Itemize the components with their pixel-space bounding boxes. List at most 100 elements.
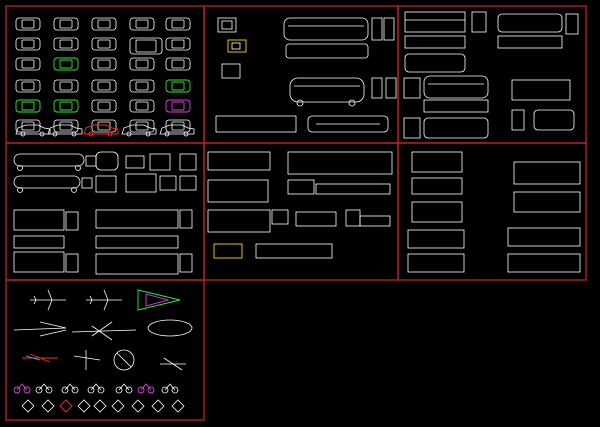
car-icon	[53, 79, 79, 93]
bus-icon	[289, 77, 365, 103]
coach-icon	[403, 117, 421, 139]
motorcycle-icon	[87, 383, 105, 394]
small-craft-icon	[77, 399, 91, 413]
tanker-truck-icon	[125, 173, 157, 193]
panel-frame	[5, 279, 205, 421]
bus-icon	[371, 17, 383, 41]
car-icon	[165, 17, 191, 31]
car-icon	[15, 57, 41, 71]
box-truck-icon	[411, 201, 463, 223]
car-side-icon	[83, 124, 119, 137]
box-truck-icon	[507, 253, 581, 273]
box-truck-icon	[411, 151, 463, 173]
trailer-icon	[287, 179, 315, 195]
tanker-truck-icon	[13, 175, 93, 193]
coach-icon	[404, 35, 466, 49]
bus-icon	[215, 115, 297, 133]
trailer-icon	[359, 215, 391, 227]
trailer-icon	[207, 151, 271, 171]
panel-buses-coaches	[403, 11, 579, 139]
truck-cab-icon	[179, 253, 193, 273]
box-truck-icon	[13, 251, 65, 273]
panel-frames	[5, 5, 587, 421]
car-icon	[91, 17, 117, 31]
jet-fighter-icon	[137, 289, 181, 311]
panel-frame	[397, 142, 587, 281]
jet-fighter-icon	[145, 293, 170, 307]
coach-icon	[423, 75, 489, 99]
small-aircraft-icon	[22, 353, 58, 363]
car-icon	[53, 99, 79, 113]
bus-icon	[231, 42, 241, 50]
box-truck-icon	[507, 227, 581, 247]
airplane-icon	[86, 289, 122, 311]
coach-icon	[404, 53, 466, 73]
bus-icon	[385, 77, 397, 99]
airplane-icon	[73, 350, 101, 370]
box-truck-icon	[95, 253, 179, 275]
box-truck-icon	[407, 229, 465, 249]
truck-cab-icon	[65, 253, 79, 273]
coach-icon	[497, 13, 563, 33]
tanker-truck-icon	[95, 175, 117, 193]
bus-icon	[221, 20, 233, 30]
car-icon	[129, 99, 155, 113]
spacecraft-icon	[147, 319, 193, 337]
bus-icon	[348, 99, 356, 107]
car-side-view-row	[15, 124, 195, 137]
tanker-truck-icon	[149, 153, 171, 171]
tanker-truck-icon	[159, 175, 177, 191]
car-icon	[91, 79, 117, 93]
car-icon	[91, 37, 117, 51]
bus-icon	[227, 39, 247, 53]
coach-icon	[471, 11, 487, 33]
small-craft-icon	[21, 399, 35, 413]
car-side-icon	[159, 124, 195, 137]
car-icon	[165, 37, 191, 51]
truck-cab-icon	[65, 211, 79, 231]
airliner-icon	[71, 321, 137, 341]
small-craft-icon	[93, 399, 107, 413]
small-craft-icon	[59, 399, 73, 413]
airplane-icon	[30, 289, 66, 311]
coach-icon	[423, 117, 489, 139]
car-side-icon	[15, 124, 51, 137]
trailer-icon	[213, 243, 243, 259]
bus-icon	[285, 43, 369, 59]
no-aircraft-sign-icon	[113, 349, 135, 371]
trailer-icon	[315, 183, 391, 195]
tanker-truck-group	[13, 151, 197, 275]
tanker-truck-icon	[179, 153, 197, 171]
motorcycle-icon	[61, 383, 79, 394]
car-icon-grid	[15, 17, 191, 133]
coach-icon	[511, 109, 525, 131]
panel-buses-top-and-side	[215, 17, 397, 133]
coach-icon	[565, 13, 579, 35]
bus-icon	[221, 63, 241, 79]
panel-cars-top-view	[15, 17, 195, 137]
aircraft-group	[13, 289, 193, 413]
box-truck-icon	[411, 177, 463, 195]
bus-icon	[217, 17, 237, 33]
panel-box-trucks-dumpers	[407, 151, 581, 273]
car-icon	[15, 79, 41, 93]
bus-icon	[283, 17, 369, 41]
car-icon	[165, 79, 191, 93]
small-craft-icon	[151, 399, 165, 413]
car-icon	[91, 99, 117, 113]
truck-cab-icon	[179, 209, 193, 229]
car-icon	[15, 37, 41, 51]
bus-icon	[307, 115, 389, 133]
car-icon	[53, 17, 79, 31]
box-truck-icon	[407, 253, 465, 273]
trailer-icon	[207, 179, 269, 203]
coach-icon	[497, 35, 563, 49]
coach-icon	[404, 11, 466, 33]
small-craft-icon	[111, 399, 125, 413]
coach-icon	[423, 99, 489, 113]
coach-icon	[511, 79, 571, 101]
car-icon	[91, 57, 117, 71]
car-icon	[129, 37, 163, 55]
car-icon	[53, 37, 79, 51]
small-craft-icon	[131, 399, 145, 413]
